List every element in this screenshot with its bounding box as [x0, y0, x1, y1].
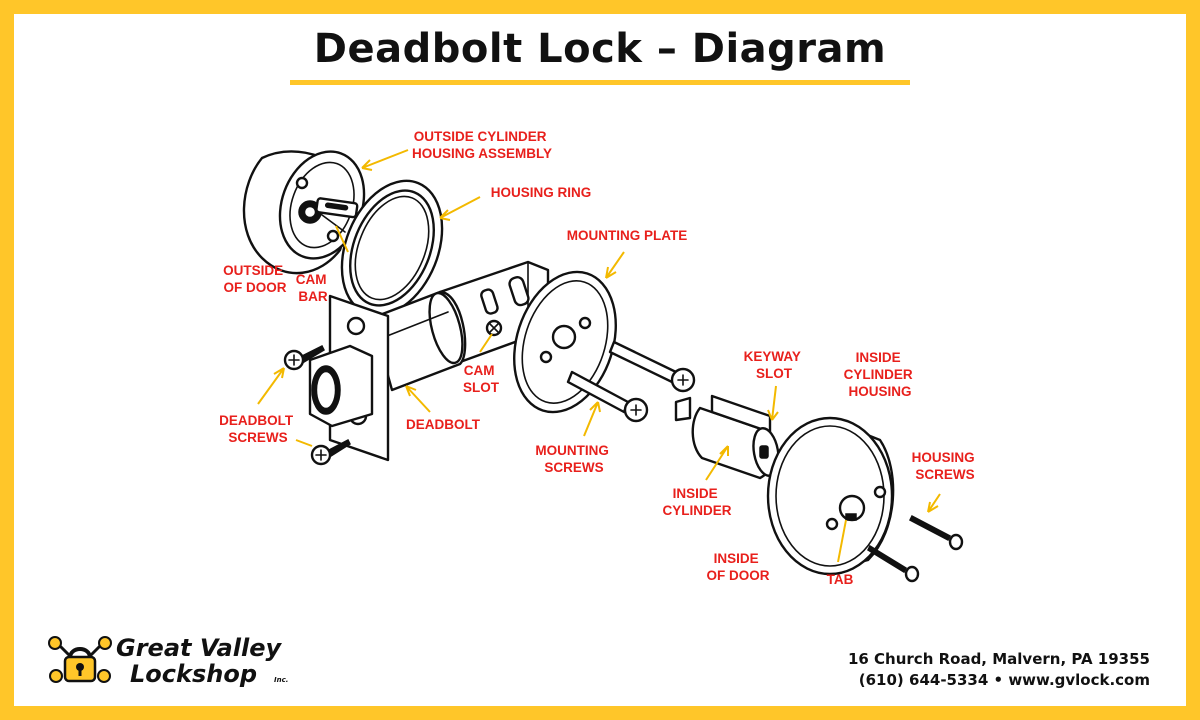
label-deadbolt-screws: DEADBOLT SCREWS	[219, 413, 297, 445]
label-mounting-screws: MOUNTING SCREWS	[535, 443, 612, 475]
great-valley-lockshop-logo: Great Valley Lockshop Inc.	[42, 630, 312, 690]
housing-screw-2	[867, 544, 920, 583]
label-deadbolt: DEADBOLT	[406, 417, 481, 432]
label-cam-bar: CAM BAR	[296, 272, 331, 304]
mounting-screw-2	[566, 370, 649, 423]
page-title: Deadbolt Lock – Diagram	[313, 26, 887, 72]
brand-name-line1: Great Valley	[116, 634, 282, 662]
inside-cylinder-housing-part	[766, 416, 895, 576]
pointer-arrows	[257, 149, 941, 563]
footer-address: 16 Church Road, Malvern, PA 19355	[847, 650, 1150, 668]
label-inside-cylinder: INSIDE CYLINDER	[662, 486, 731, 518]
deadbolt-part	[308, 260, 550, 462]
deadbolt-screw-1	[283, 344, 325, 371]
label-outside-cylinder-housing-assembly: OUTSIDE CYLINDER HOUSING ASSEMBLY	[412, 129, 552, 161]
mounting-plate-part	[513, 270, 617, 414]
label-housing-ring: HOUSING RING	[491, 185, 592, 200]
mounting-screw-1	[608, 340, 696, 393]
label-housing-screws: HOUSING SCREWS	[912, 450, 979, 482]
label-tab: TAB	[827, 572, 854, 587]
title-underline	[290, 80, 910, 85]
label-mounting-plate: MOUNTING PLATE	[567, 228, 688, 243]
housing-ring-part	[340, 179, 444, 317]
inside-cylinder-part	[674, 394, 780, 480]
label-inside-of-door: INSIDE OF DOOR	[707, 551, 770, 583]
label-cam-slot: CAM SLOT	[463, 363, 500, 395]
label-keyway-slot: KEYWAY SLOT	[744, 349, 805, 381]
outside-cylinder-housing-assembly-part	[242, 150, 366, 275]
label-outside-of-door: OUTSIDE OF DOOR	[223, 263, 287, 295]
housing-screw-1	[909, 514, 964, 551]
cam-bar-part	[317, 211, 346, 233]
label-inside-cylinder-housing: INSIDE CYLINDER HOUSING	[844, 350, 917, 399]
brand-inc: Inc.	[274, 676, 289, 684]
deadbolt-screw-2	[310, 438, 351, 466]
keys-padlock-logo-icon	[48, 636, 112, 683]
brand-name-line2: Lockshop	[130, 660, 258, 688]
footer-contact: (610) 644-5334 • www.gvlock.com	[858, 671, 1150, 689]
